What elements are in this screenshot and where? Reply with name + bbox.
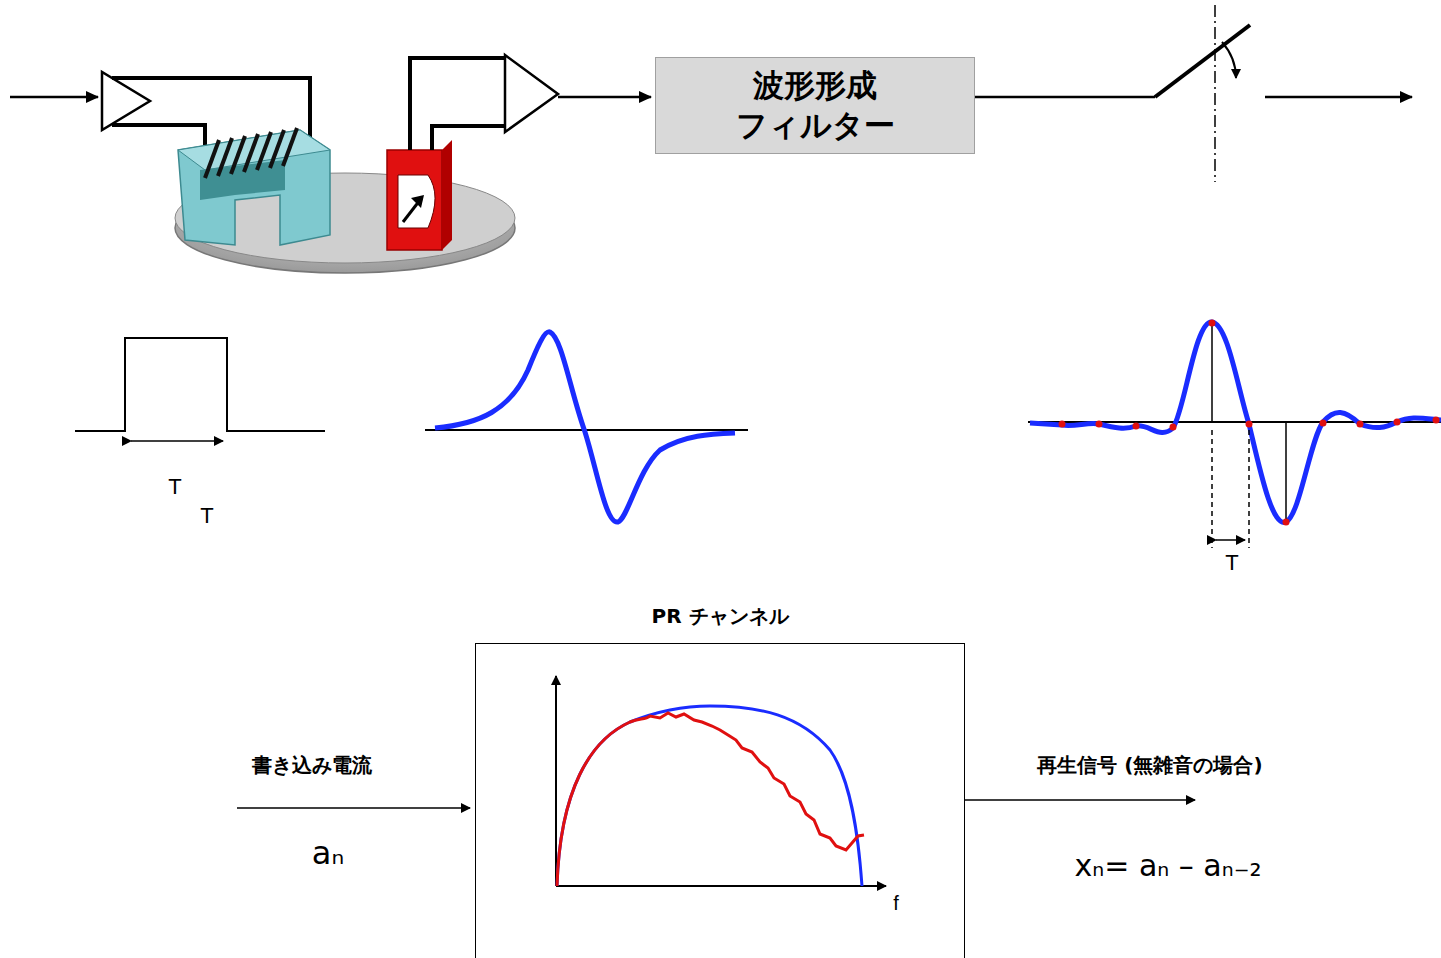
- output-label: 再生信号 (無雑音の場合): [1037, 752, 1262, 779]
- pr-channel-figure: [237, 676, 1195, 886]
- equation: xₙ= aₙ – aₙ₋₂: [1075, 848, 1262, 883]
- coil-winding: [231, 136, 245, 174]
- axis-label: f: [893, 892, 899, 915]
- coil-winding: [205, 140, 219, 178]
- dimension-label: T: [1225, 550, 1238, 576]
- coil-winding: [218, 138, 232, 176]
- input-label: 書き込み電流: [252, 752, 372, 779]
- coil-winding: [257, 132, 271, 170]
- top-chain: [10, 5, 1412, 273]
- coil-winding: [283, 128, 297, 166]
- filter-label: 波形形成 フィルター: [715, 65, 915, 146]
- channel-frame: [475, 643, 965, 958]
- filter-box: 波形形成 フィルター: [655, 57, 975, 154]
- channel-box: PR チャンネル: [475, 603, 965, 958]
- waveforms: [75, 320, 1441, 549]
- coil-winding: [270, 130, 284, 168]
- dimension-label: T: [200, 503, 213, 529]
- signal-name: aₙ: [312, 834, 344, 872]
- dimension-label: T: [168, 474, 181, 500]
- coil-winding: [244, 134, 258, 172]
- channel-heading: PR チャンネル: [475, 603, 965, 633]
